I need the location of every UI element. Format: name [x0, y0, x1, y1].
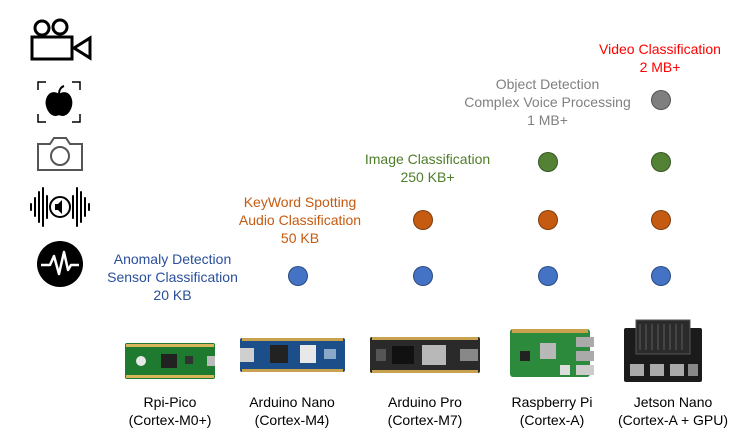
photo-camera-icon: [34, 134, 86, 174]
board-name: Rpi-Pico: [143, 394, 197, 410]
dot-arduino-pro-anomaly: [413, 266, 433, 286]
task-label-object-line3: 1 MB+: [527, 112, 568, 128]
raspberry-pi-board-image: [510, 325, 595, 379]
board-core: (Cortex-A): [519, 412, 585, 428]
dot-raspberry-pi-image: [538, 152, 558, 172]
board-label-arduino-pro: Arduino Pro (Cortex-M7): [365, 393, 485, 429]
task-label-image-line1: Image Classification: [364, 151, 491, 167]
task-label-keyword-line3: 50 KB: [280, 230, 320, 246]
board-core: (Cortex-A + GPU): [617, 412, 729, 428]
task-label-video: Video Classification 2 MB+: [585, 40, 735, 76]
sensor-signal-icon: [36, 240, 84, 288]
task-label-anomaly: Anomaly Detection Sensor Classification …: [95, 250, 250, 304]
audio-wave-icon: [28, 186, 92, 228]
board-label-jetson-nano: Jetson Nano (Cortex-A + GPU): [608, 393, 738, 429]
task-label-keyword: KeyWord Spotting Audio Classification 50…: [220, 193, 380, 247]
board-core: (Cortex-M0+): [128, 412, 212, 428]
task-label-object-line1: Object Detection: [495, 76, 600, 92]
dot-jetson-nano-keyword: [651, 210, 671, 230]
task-label-image-line2: 250 KB+: [400, 169, 455, 185]
task-label-video-line2: 2 MB+: [639, 59, 681, 75]
dot-arduino-pro-keyword: [413, 210, 433, 230]
dot-arduino-nano-anomaly: [288, 266, 308, 286]
board-name: Arduino Nano: [249, 394, 335, 410]
dot-raspberry-pi-keyword: [538, 210, 558, 230]
video-camera-icon: [28, 18, 92, 62]
board-label-rpi-pico: Rpi-Pico (Cortex-M0+): [110, 393, 230, 429]
apple-focus-icon: [36, 80, 82, 124]
dot-raspberry-pi-anomaly: [538, 266, 558, 286]
task-label-anomaly-line3: 20 KB: [153, 287, 192, 303]
jetson-nano-board-image: [622, 318, 704, 384]
board-name: Arduino Pro: [388, 394, 462, 410]
task-label-image: Image Classification 250 KB+: [345, 150, 510, 186]
board-core: (Cortex-M7): [387, 412, 463, 428]
board-label-arduino-nano: Arduino Nano (Cortex-M4): [232, 393, 352, 429]
task-label-anomaly-line2: Sensor Classification: [107, 269, 238, 285]
board-name: Raspberry Pi: [511, 394, 593, 410]
arduino-nano-board-image: [240, 335, 345, 375]
task-label-keyword-line2: Audio Classification: [238, 212, 362, 228]
board-core: (Cortex-M4): [254, 412, 330, 428]
board-label-raspberry-pi: Raspberry Pi (Cortex-A): [492, 393, 612, 429]
dot-jetson-nano-image: [651, 152, 671, 172]
board-name: Jetson Nano: [633, 394, 713, 410]
dot-jetson-nano-object: [651, 90, 671, 110]
task-label-anomaly-line1: Anomaly Detection: [113, 251, 232, 267]
arduino-pro-board-image: [370, 335, 480, 375]
rpi-pico-board-image: [125, 341, 215, 381]
task-label-object-line2: Complex Voice Processing: [464, 94, 631, 110]
task-label-object: Object Detection Complex Voice Processin…: [450, 75, 645, 129]
dot-jetson-nano-anomaly: [651, 266, 671, 286]
task-label-video-line1: Video Classification: [599, 41, 721, 57]
task-label-keyword-line1: KeyWord Spotting: [243, 194, 357, 210]
